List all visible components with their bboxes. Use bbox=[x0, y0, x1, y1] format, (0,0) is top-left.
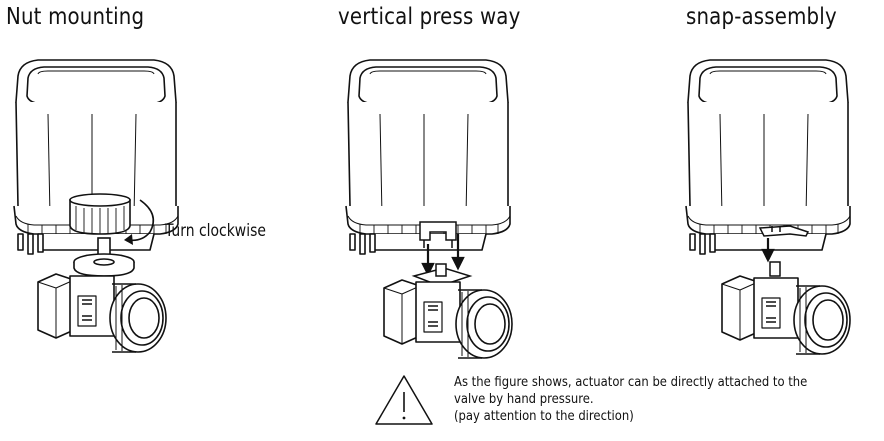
press-arrow-icon bbox=[421, 234, 465, 277]
turn-clockwise-label: Turn clockwise bbox=[165, 221, 266, 241]
snap-assembly-figure bbox=[685, 59, 851, 355]
nut-mounting-figure bbox=[13, 59, 179, 353]
vertical-press-figure bbox=[345, 59, 513, 359]
title-vertical-press: vertical press way bbox=[338, 4, 521, 30]
note-line-1: As the figure shows, actuator can be dir… bbox=[454, 374, 808, 390]
note-line-2: valve by hand pressure. bbox=[454, 391, 594, 407]
title-snap-assembly: snap-assembly bbox=[686, 4, 837, 30]
warning-icon bbox=[375, 375, 433, 425]
turn-arrow-icon bbox=[127, 199, 155, 242]
note-line-3: (pay attention to the direction) bbox=[454, 408, 634, 424]
title-nut-mounting: Nut mounting bbox=[6, 4, 145, 30]
